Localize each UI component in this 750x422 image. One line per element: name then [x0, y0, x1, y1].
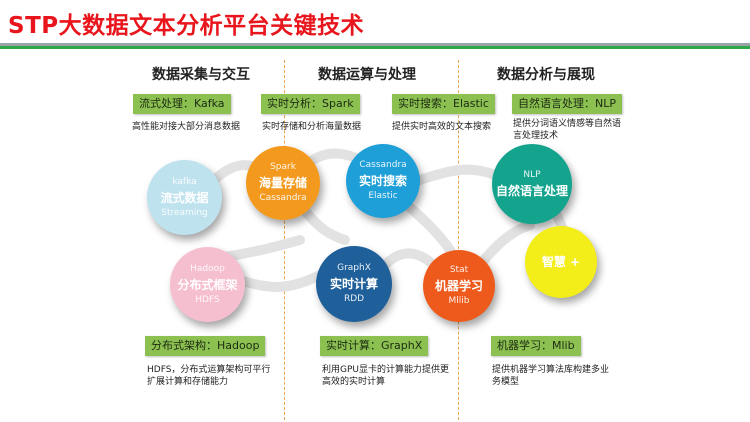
bubble-distributed: Hadoop 分布式框架 HDFS — [170, 247, 245, 322]
bubble-smart-main: 智慧 + — [541, 255, 581, 269]
desc-graphx: 利用GPU显卡的计算能力提供更高效的实时计算 — [322, 365, 449, 387]
bubble-storage-main: 海量存储 — [258, 176, 307, 190]
bubble-compute: GraphX 实时计算 RDD — [316, 246, 392, 322]
bubble-streaming-bottom: Streaming — [161, 207, 208, 218]
desc-mlib: 提供机器学习算法库构建多业务模型 — [492, 365, 610, 387]
bubble-streaming-main: 流式数据 — [160, 190, 209, 205]
bubble-streaming: kafka 流式数据 Streaming — [147, 160, 222, 235]
bubble-distributed-bottom: HDFS — [195, 294, 220, 305]
bubble-streaming-top: kafka — [172, 176, 197, 187]
tag-elastic: 实时搜索：Elastic — [392, 94, 495, 114]
desc-nlp: 提供分词语义情感等自然语言处理技术 — [513, 119, 622, 141]
title-underline-green — [0, 46, 750, 49]
title-underline-gray — [0, 43, 750, 46]
desc-spark: 实时存储和分析海量数据 — [262, 122, 362, 132]
bubble-search-main: 实时搜索 — [358, 174, 407, 188]
bubble-storage-bottom: Cassandra — [259, 193, 307, 203]
tag-spark: 实时分析：Spark — [261, 94, 360, 114]
bubble-smart: 智慧 + — [525, 226, 597, 298]
bubble-nlp-top: NLP — [523, 169, 541, 180]
column-header-processing: 数据运算与处理 — [318, 67, 416, 83]
column-divider-2 — [458, 60, 459, 420]
bubble-ml-main: 机器学习 — [434, 279, 483, 293]
desc-elastic: 提供实时高效的文本搜索 — [392, 122, 492, 132]
page-title: STP大数据文本分析平台关键技术 — [8, 13, 365, 39]
bubble-distributed-main: 分布式框架 — [177, 277, 238, 292]
bubble-compute-main: 实时计算 — [329, 277, 378, 291]
bubble-storage: Spark 海量存储 Cassandra — [246, 146, 320, 220]
bubble-distributed-top: Hadoop — [190, 263, 225, 274]
bubble-ml-bottom: Mllib — [448, 296, 470, 306]
tag-nlp: 自然语言处理：NLP — [512, 94, 622, 114]
bubble-search-top: Cassandra — [359, 160, 407, 170]
bubble-nlp-main: 自然语言处理 — [495, 183, 568, 198]
column-header-collection: 数据采集与交互 — [152, 67, 250, 83]
desc-kafka: 高性能对接大部分消息数据 — [132, 122, 241, 132]
bubble-search: Cassandra 实时搜索 Elastic — [346, 144, 420, 218]
tag-graphx: 实时计算：GraphX — [320, 336, 429, 356]
tag-mlib: 机器学习：Mlib — [491, 336, 581, 356]
bubble-compute-top: GraphX — [337, 263, 371, 273]
column-header-analysis: 数据分析与展现 — [497, 67, 595, 83]
bubble-ml-top: Stat — [449, 265, 469, 275]
tag-hadoop: 分布式架构：Hadoop — [145, 336, 266, 356]
bubble-nlp: NLP 自然语言处理 — [492, 144, 572, 224]
bubble-storage-top: Spark — [270, 162, 296, 172]
bubble-search-bottom: Elastic — [368, 191, 398, 201]
desc-hadoop: HDFS，分布式运算架构可平行扩展计算和存储能力 — [147, 365, 271, 387]
tag-kafka: 流式处理：Kafka — [133, 94, 231, 114]
bubble-compute-bottom: RDD — [343, 294, 365, 304]
bubble-ml: Stat 机器学习 Mllib — [423, 250, 495, 322]
